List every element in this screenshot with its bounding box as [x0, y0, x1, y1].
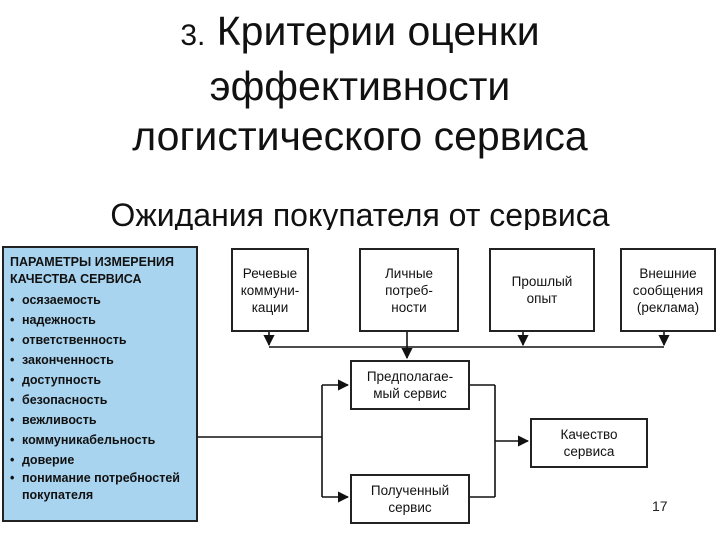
- page-number: 17: [652, 498, 668, 514]
- parameter-item: надежность: [10, 310, 192, 330]
- box-expected-service: Предполагае- мый сервис: [350, 360, 470, 410]
- parameter-item: вежливость: [10, 410, 192, 430]
- box-external-messages: Внешние сообщения (реклама): [620, 248, 716, 332]
- box-personal-needs: Личные потреб- ности: [359, 248, 459, 332]
- parameters-list: осязаемость надежность ответственность з…: [10, 290, 192, 504]
- box-speech-communications: Речевые коммуни- кации: [231, 248, 309, 332]
- parameters-heading: ПАРАМЕТРЫ ИЗМЕРЕНИЯ КАЧЕСТВА СЕРВИСА: [10, 255, 174, 286]
- parameter-item: законченность: [10, 350, 192, 370]
- box-received-service: Полученный сервис: [350, 474, 470, 524]
- slide-subtitle: Ожидания покупателя от сервиса: [110, 197, 610, 230]
- box-service-quality: Качество сервиса: [530, 418, 648, 468]
- quality-parameters-panel: ПАРАМЕТРЫ ИЗМЕРЕНИЯ КАЧЕСТВА СЕРВИСА ося…: [2, 246, 198, 522]
- title-line-2: эффективности: [209, 63, 511, 109]
- parameter-item: доступность: [10, 370, 192, 390]
- parameter-item: безопасность: [10, 390, 192, 410]
- slide-title: 3. Критерии оценки эффективности логисти…: [0, 6, 720, 161]
- parameter-item: ответственность: [10, 330, 192, 350]
- parameter-item: доверие: [10, 450, 192, 470]
- title-text-1: Критерии оценки: [216, 8, 540, 54]
- title-number: 3.: [180, 19, 206, 52]
- title-line-3: логистического сервиса: [132, 113, 588, 159]
- box-past-experience: Прошлый опыт: [489, 248, 595, 332]
- parameter-item: коммуникабельность: [10, 430, 192, 450]
- title-line-1: 3. Критерии оценки: [0, 6, 720, 61]
- parameter-item: понимание потребностей покупателя: [10, 470, 192, 504]
- parameter-item: осязаемость: [10, 290, 192, 310]
